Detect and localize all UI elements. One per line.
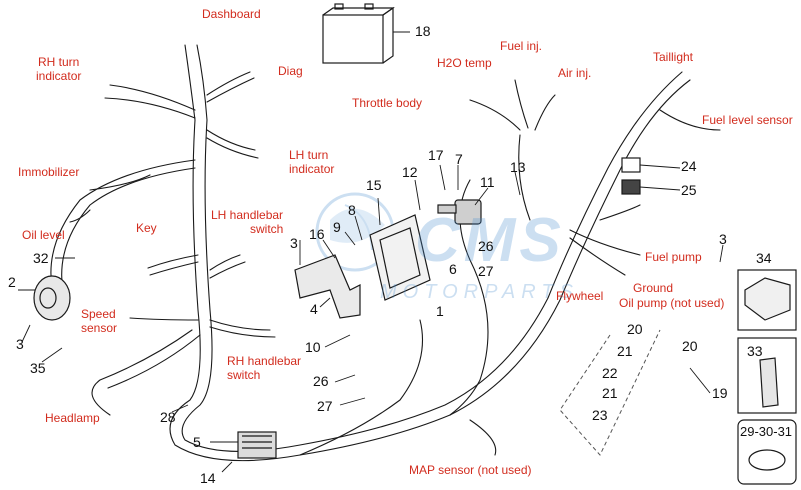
part-number-5: 5 [193,434,201,450]
part-number-24: 24 [681,158,697,174]
ecu-module-icon [369,214,431,301]
part-number-27-upper: 27 [478,263,494,279]
part-number-11: 11 [480,174,495,190]
part-number-10: 10 [305,339,321,355]
part-number-25: 25 [681,182,697,198]
watermark-brand: CMS [415,206,565,275]
kit-dashed-outline [559,329,661,456]
part-number-20-right: 20 [682,338,698,354]
part-number-27-lower: 27 [317,398,333,414]
label-fuel-inj: Fuel inj. [500,39,543,53]
label-diag: Diag [278,64,303,78]
part-number-29-30-31: 29-30-31 [740,424,793,439]
part-number-12: 12 [402,164,418,180]
label-map-sensor: MAP sensor (not used) [409,463,532,477]
label-h2o-temp: H2O temp [437,56,492,70]
bracket-icon [294,254,361,319]
part-number-22: 22 [602,365,618,381]
label-fuel-pump: Fuel pump [645,250,702,264]
part-number-23: 23 [592,407,608,423]
part-number-8: 8 [348,202,356,218]
part-number-18: 18 [415,23,431,39]
part-number-21-lower: 21 [602,385,618,401]
label-lh-turn-indicator-line1: LH turn [289,148,329,162]
label-speed-sensor-line1: Speed [81,307,116,321]
label-speed-sensor-line2: sensor [81,321,118,335]
part-number-28: 28 [160,409,176,425]
part-number-21-upper: 21 [617,343,633,359]
kit-box-29-30-31 [737,419,797,485]
part-number-1: 1 [436,303,444,319]
label-headlamp: Headlamp [45,411,100,425]
part-number-9: 9 [333,219,341,235]
label-key: Key [136,221,157,235]
label-dashboard: Dashboard [202,7,261,21]
label-rh-turn-indicator-line2: indicator [36,69,82,83]
part-number-33: 33 [747,343,763,359]
label-oil-pump: Oil pump (not used) [619,296,725,310]
label-lh-handlebar-switch-line2: switch [250,222,284,236]
part-number-19: 19 [712,385,728,401]
main-harness-left [169,79,691,462]
part-number-14: 14 [200,470,216,486]
watermark-sub: MOTORPARTS [380,281,579,303]
label-taillight: Taillight [653,50,694,64]
part-number-17: 17 [428,147,444,163]
part-number-3-right: 3 [719,231,727,247]
label-lh-turn-indicator-line2: indicator [289,162,335,176]
part-number-13: 13 [510,159,526,175]
label-throttle-body: Throttle body [352,96,423,110]
regulator-icon [237,431,277,459]
part-number-20-left: 20 [627,321,643,337]
label-immobilizer: Immobilizer [18,165,80,179]
part-number-7: 7 [455,151,463,167]
label-fuel-level-sensor: Fuel level sensor [702,113,793,127]
part-number-26-upper: 26 [478,238,494,254]
label-air-inj: Air inj. [558,66,592,80]
part-number-4: 4 [310,301,318,317]
battery-icon [322,3,395,64]
part-number-2: 2 [8,274,16,290]
part-number-32: 32 [33,250,49,266]
part-number-26-lower: 26 [313,373,329,389]
part-number-34: 34 [756,250,772,266]
label-ground: Ground [633,281,674,295]
label-flywheel: Flywheel [556,289,604,303]
part-number-16: 16 [309,226,325,242]
part-number-3-center: 3 [290,235,298,251]
label-rh-handlebar-switch-line1: RH handlebar [227,354,302,368]
kit-box-33 [737,337,797,414]
part-number-3-left: 3 [16,336,24,352]
label-rh-handlebar-switch-line2: switch [227,368,261,382]
ignition-coil-icon [437,199,482,225]
label-rh-turn-indicator-line1: RH turn [38,55,80,69]
label-oil-level: Oil level [22,228,65,242]
horn-icon [33,275,71,321]
label-lh-handlebar-switch-line1: LH handlebar [211,208,284,222]
part-number-35: 35 [30,360,46,376]
relay-icon [621,157,641,195]
part-number-15: 15 [366,177,382,193]
kit-box-34 [737,269,797,331]
part-number-6: 6 [449,261,457,277]
